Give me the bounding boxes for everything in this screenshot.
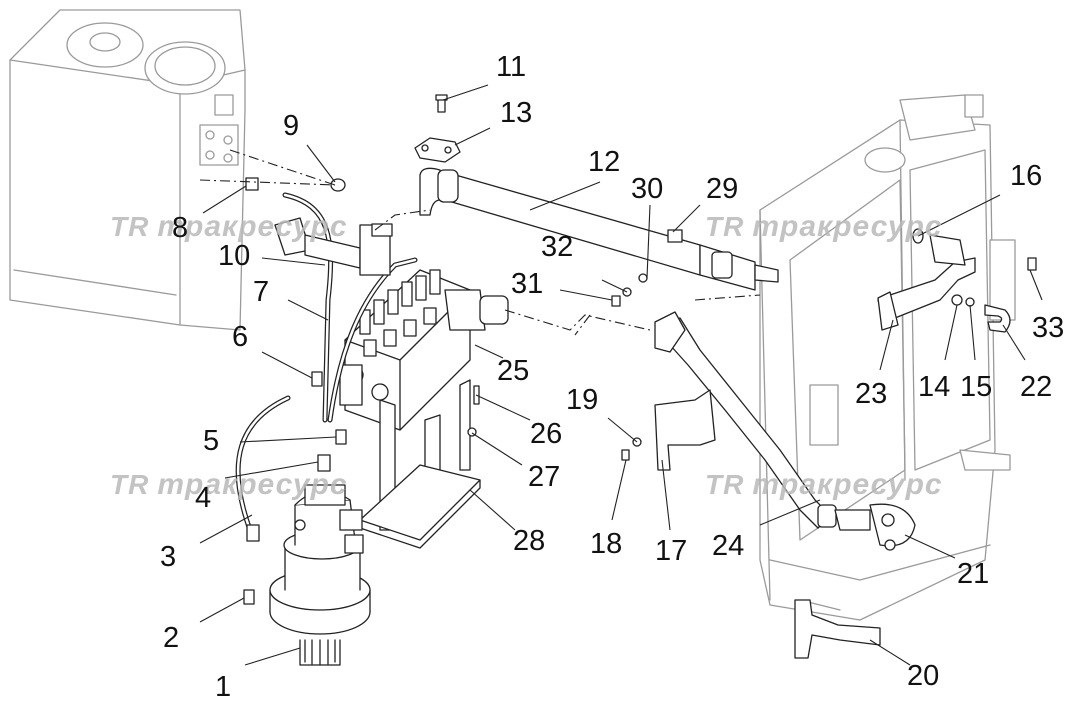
- callout-5: 5: [203, 425, 220, 457]
- fitting-6: [311, 371, 323, 387]
- watermark-logo: TR: [705, 211, 745, 242]
- callout-9: 9: [283, 110, 300, 142]
- assembly-lines: [199, 149, 761, 336]
- bolt-18: [621, 449, 630, 461]
- fitting-8: [245, 177, 259, 191]
- clamp-29: [667, 229, 683, 243]
- nut-30: [638, 273, 648, 283]
- callout-6: 6: [232, 321, 249, 353]
- callout-19: 19: [566, 384, 599, 416]
- callout-31: 31: [511, 268, 544, 300]
- watermark-logo: TR: [705, 469, 745, 500]
- hose-7: [282, 192, 334, 423]
- watermark-text: тракресурс: [157, 468, 348, 501]
- bolt-31: [611, 295, 621, 307]
- flange-13: [414, 137, 461, 163]
- callout-8: 8: [172, 212, 189, 244]
- flange-left-24: [654, 311, 686, 353]
- fitting-5: [335, 429, 347, 445]
- callout-12: 12: [588, 146, 621, 178]
- pipe-fitting-25: [444, 289, 509, 331]
- pipe-24: [659, 317, 916, 551]
- fitting-4: [317, 454, 331, 472]
- swing-motor: [269, 484, 371, 666]
- leader-lines: [199, 84, 1043, 666]
- callout-20: 20: [907, 660, 940, 692]
- bracket-20: [794, 599, 881, 659]
- bolt-11: [435, 94, 448, 113]
- watermark-logo: TR: [110, 469, 150, 500]
- callout-14: 14: [918, 371, 951, 403]
- callout-1: 1: [215, 671, 232, 703]
- callout-21: 21: [957, 558, 990, 590]
- callout-33: 33: [1032, 312, 1065, 344]
- bracket-17: [654, 389, 716, 471]
- watermark-text: тракресурс: [752, 210, 943, 243]
- callout-10: 10: [218, 240, 251, 272]
- washer-15: [965, 297, 975, 307]
- callout-22: 22: [1020, 371, 1053, 403]
- plug-9: [330, 178, 346, 192]
- callout-16: 16: [1010, 160, 1043, 192]
- callout-13: 13: [500, 97, 533, 129]
- callout-27: 27: [528, 461, 561, 493]
- callout-17: 17: [655, 535, 688, 567]
- hose-3: [235, 395, 291, 542]
- callout-2: 2: [163, 622, 180, 654]
- fitting-2: [243, 589, 255, 605]
- callout-4: 4: [195, 482, 212, 514]
- control-valve: [339, 269, 471, 431]
- callout-28: 28: [513, 525, 546, 557]
- callout-25: 25: [497, 355, 530, 387]
- watermark-logo: TR: [110, 211, 150, 242]
- callout-26: 26: [530, 418, 563, 450]
- watermark-text: тракресурс: [752, 468, 943, 501]
- callout-23: 23: [855, 378, 888, 410]
- callout-32: 32: [541, 231, 574, 263]
- callout-3: 3: [160, 541, 177, 573]
- callout-30: 30: [631, 173, 664, 205]
- fitting-10: [274, 217, 393, 276]
- callout-15: 15: [960, 371, 993, 403]
- callout-18: 18: [590, 528, 623, 560]
- bolt-33: [1027, 257, 1037, 271]
- pipe-12: [419, 167, 779, 291]
- callout-11: 11: [496, 51, 527, 83]
- callout-7: 7: [253, 276, 270, 308]
- callout-29: 29: [706, 173, 739, 205]
- hydraulic-tank: [9, 9, 246, 331]
- callout-24: 24: [712, 530, 745, 562]
- washer-14: [951, 294, 963, 306]
- watermark-text: тракресурс: [157, 210, 348, 243]
